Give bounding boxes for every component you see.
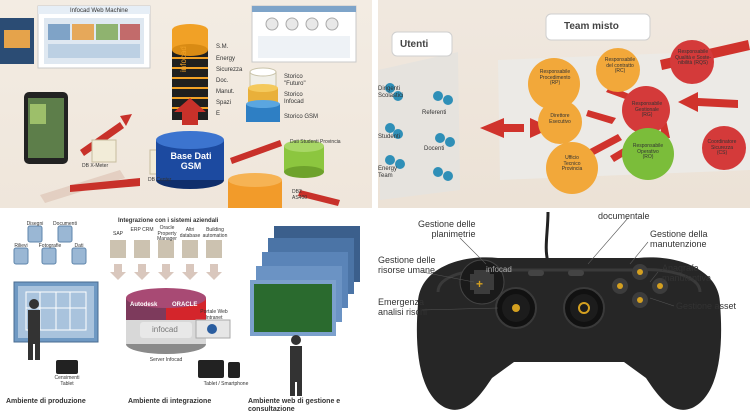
- gamepad-brand: infocad: [486, 265, 512, 274]
- integrazione-title: Integrazione con i sistemi aziendali: [118, 218, 219, 224]
- db2-label: DB2 AS400: [292, 189, 308, 201]
- web-machine-title: Infocad Web Machine: [70, 8, 128, 14]
- storage-label-sm: S.M.: [216, 44, 229, 50]
- integration-illustration: [13, 225, 360, 396]
- icon-label-dati: Dati: [74, 243, 84, 249]
- tablet-label: Tablet / Smartphone: [203, 381, 249, 387]
- storico-futuro-label: Storico "Futuro": [284, 74, 306, 87]
- dati-studenti-label: Dati Studenti Provincia: [290, 139, 341, 145]
- svg-text:infocad: infocad: [179, 46, 188, 72]
- sphere-label-rqs: Responsabile Qualità e Soste- nibilità (…: [675, 49, 711, 66]
- user-label-dirigenti: Dirigenti Scolastici: [378, 86, 404, 99]
- storage-label-sicurezza: Sicurezza: [216, 67, 243, 73]
- storage-label-e: E: [216, 111, 221, 117]
- team-misto-title: Team misto: [564, 21, 619, 32]
- utenti-title: Utenti: [400, 39, 429, 50]
- storico-gsm-label: Storico GSM: [284, 114, 319, 120]
- sphere-label-direttore: Direttore Esecutivo: [549, 113, 571, 125]
- architecture-illustration: infocad: [0, 5, 357, 208]
- divider-horizontal: [0, 208, 750, 212]
- storico-infocad-label: Storico Infocad: [284, 92, 304, 105]
- label-manutenzione: Gestione della manutenzione: [650, 229, 708, 249]
- team-illustration: [378, 13, 750, 200]
- label-emergenza: Emergenza analisi rischi: [378, 297, 428, 317]
- portale-label: Portale Web Intranet: [200, 309, 228, 321]
- db-xmeter-label: DB X-Meter: [82, 163, 109, 169]
- autodesk-label: Autodesk: [130, 302, 158, 308]
- infocad-label: infocad: [152, 325, 178, 334]
- user-label-studenti: Studenti: [378, 134, 401, 140]
- user-label-docenti: Docenti: [424, 146, 445, 152]
- base-dati-label: Base Dati GSM: [170, 151, 212, 171]
- system-label-altri: Altri database: [179, 227, 201, 239]
- sphere-label-rc: Responsabile del contratto (RC): [604, 57, 636, 74]
- amb-integrazione: Ambiente di integrazione: [128, 398, 212, 405]
- storage-label-energy: Energy: [216, 56, 236, 62]
- panel-integration: Integrazione con i sistemi aziendali Dis…: [0, 212, 372, 420]
- amb-web: Ambiente web di gestione e consultazione: [248, 398, 341, 413]
- storage-label-manut: Manut.: [216, 89, 235, 95]
- label-documentale: documentale: [598, 212, 650, 221]
- label-planimetrie: Gestione delle planimetrie: [418, 219, 476, 239]
- system-label-erp: ERP CRM: [130, 227, 154, 233]
- panel-gamepad: + infocad Gestione delle planimetrie doc…: [378, 212, 750, 420]
- label-anagrafe: Anagrafe manutentiva: [662, 263, 712, 283]
- user-label-energy: Energy Team: [378, 166, 398, 179]
- label-risorse-umane: Gestione delle risorse umane: [378, 255, 436, 275]
- icon-label-disegni: Disegni: [26, 221, 44, 227]
- icon-label-fotografie: Fotografie: [38, 243, 62, 249]
- amb-produzione: Ambiente di produzione: [6, 398, 86, 405]
- system-label-sap: SAP: [112, 231, 123, 237]
- storage-label-spazi: Spazi: [216, 100, 232, 106]
- icon-label-rilievi: Rilievi: [14, 243, 28, 249]
- sphere-label-cs: Coordinatore Sicurezza (CS): [707, 139, 737, 156]
- storage-label-doc: Doc.: [216, 78, 229, 84]
- db-center-label: DB Center: [148, 177, 172, 183]
- icon-label-documenti: Documenti: [53, 221, 77, 227]
- server-label: Server Infocad: [149, 357, 183, 363]
- label-asset: Gestione asset: [676, 301, 737, 311]
- panel-architecture: infocad Infocad Web Machine S.M. En: [0, 0, 372, 208]
- user-label-referenti: Referenti: [422, 110, 447, 116]
- sphere-label-rg: Responsabile Gestionale (RG): [631, 101, 663, 118]
- sphere-label-ufficio: Ufficio Tecnico Provincia: [561, 155, 583, 172]
- system-label-oracle: Oracle Property Manager: [157, 225, 177, 242]
- oracle-label: ORACLE: [172, 302, 198, 308]
- sphere-label-ro: Responsabile Operativo (RO): [632, 143, 664, 160]
- system-label-building: Building automation: [202, 227, 228, 239]
- gamepad-illustration: +: [416, 212, 722, 410]
- panel-team: Utenti Team misto Dirigenti Scolastici S…: [378, 0, 750, 208]
- sphere-label-rp: Responsabile Procedimento (RP): [539, 69, 571, 86]
- censimenti-label: Censimenti Tablet: [54, 375, 80, 387]
- svg-text:+: +: [476, 277, 483, 291]
